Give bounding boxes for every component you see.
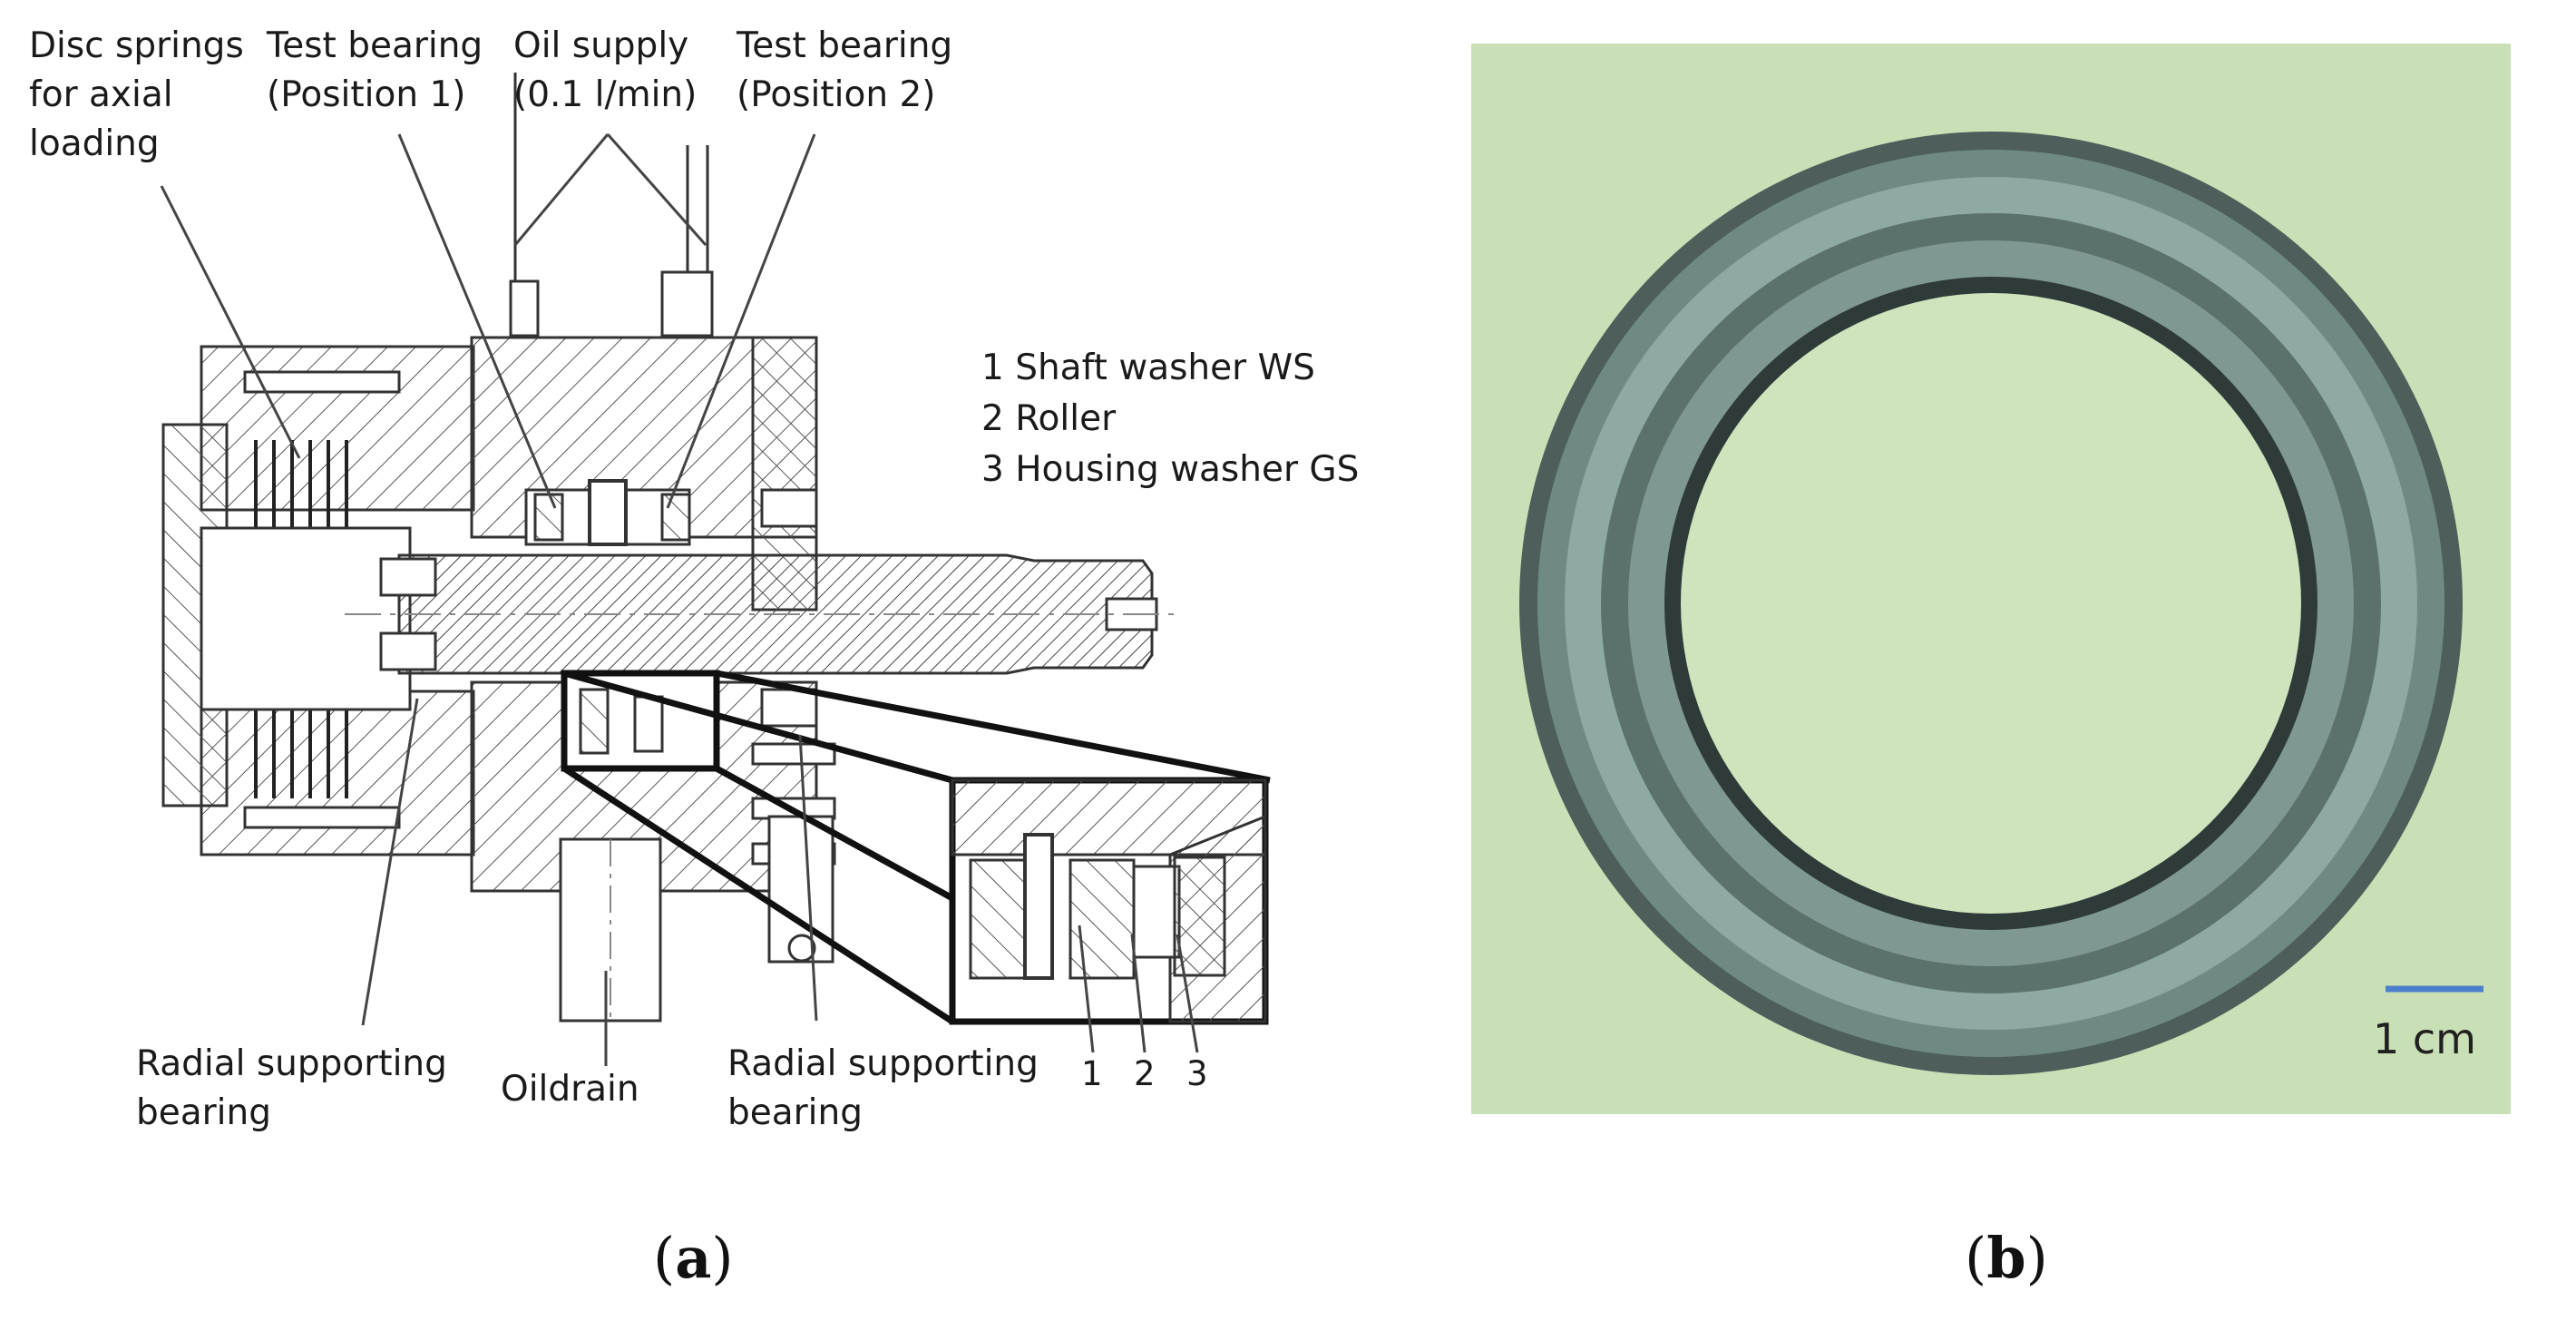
detail-number-2: 2 bbox=[1134, 1054, 1156, 1093]
label-oil-supply: Oil supply (0.1 l/min) bbox=[513, 25, 698, 115]
label-test-bearing-position-2: Test bearing (Position 2) bbox=[737, 25, 953, 115]
disc-springs-drawing bbox=[254, 440, 348, 798]
panel-label-b: (b) bbox=[1965, 1225, 2048, 1291]
leader-lines bbox=[160, 133, 1199, 1066]
label-oildrain: Oildrain bbox=[501, 1069, 639, 1110]
thrust-washer-photo bbox=[1471, 44, 2511, 1114]
panel-label-a: (a) bbox=[653, 1225, 734, 1291]
label-radial-bearing-right: Radial supporting bearing bbox=[727, 1043, 1039, 1133]
detail-number-3: 3 bbox=[1186, 1054, 1208, 1093]
component-legend: 1 Shaft washer WS 2 Roller 3 Housing was… bbox=[981, 343, 1359, 495]
scale-bar-label: 1 cm bbox=[2373, 1014, 2476, 1063]
detail-zoom-drawing bbox=[951, 778, 1267, 1023]
label-radial-bearing-left: Radial supporting bearing bbox=[136, 1043, 447, 1133]
label-disc-springs: Disc springs for axial loading bbox=[29, 25, 244, 164]
detail-number-1: 1 bbox=[1081, 1054, 1103, 1093]
legend-item-3: 3 Housing washer GS bbox=[981, 449, 1360, 490]
label-test-bearing-position-1: Test bearing (Position 1) bbox=[267, 25, 483, 115]
legend-item-2: 2 Roller bbox=[981, 398, 1117, 439]
legend-item-1: 1 Shaft washer WS bbox=[981, 347, 1315, 388]
housing-drawing bbox=[161, 73, 1179, 1023]
